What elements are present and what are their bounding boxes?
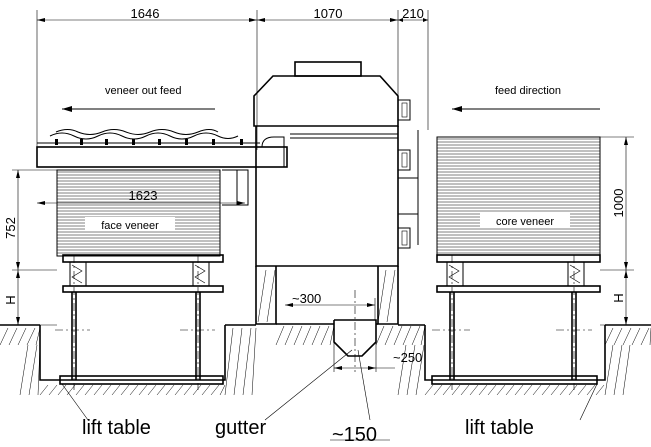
left-vertical-dims: 752 H xyxy=(3,169,57,326)
label-veneer-out-feed: veneer out feed xyxy=(105,85,181,97)
dim-752: 752 xyxy=(3,217,18,239)
dim-250: ~250 xyxy=(393,350,422,365)
label-lift-table-left: lift table xyxy=(82,417,151,439)
outfeed-conveyor xyxy=(36,129,288,206)
ground-hatching xyxy=(0,269,651,396)
dimension-300: ~300 xyxy=(285,291,376,320)
dimension-250: ~250 xyxy=(333,340,422,372)
label-core-veneer: core veneer xyxy=(496,216,554,228)
core-veneer-stack: core veneer xyxy=(436,136,601,256)
face-veneer-stack: face veneer xyxy=(56,169,221,257)
leader-lines xyxy=(61,349,598,441)
dim-1000: 1000 xyxy=(611,189,626,218)
label-face-veneer: face veneer xyxy=(101,220,159,232)
dim-1070: 1070 xyxy=(314,6,343,21)
right-vertical-dims: 1000 H xyxy=(600,136,634,326)
feed-direction-label-group: feed direction xyxy=(452,85,600,112)
dim-300: ~300 xyxy=(292,291,321,306)
dim-150: ~150 xyxy=(332,424,377,446)
dim-h-left: H xyxy=(3,295,18,304)
right-lift-table xyxy=(424,254,606,390)
label-feed-direction: feed direction xyxy=(495,85,561,97)
outfeed-label-group: veneer out feed xyxy=(62,85,215,112)
dim-1646: 1646 xyxy=(131,6,160,21)
dimension-1623: 1623 xyxy=(37,188,245,205)
dim-210: 210 xyxy=(402,6,424,21)
machine-body xyxy=(253,61,419,267)
label-gutter: gutter xyxy=(215,417,266,439)
dim-h-right: H xyxy=(611,293,626,302)
machine-foundation xyxy=(0,265,651,372)
top-dimension-chain: 1646 1070 210 xyxy=(36,6,429,150)
left-lift-table xyxy=(39,254,226,390)
label-lift-table-right: lift table xyxy=(465,417,534,439)
